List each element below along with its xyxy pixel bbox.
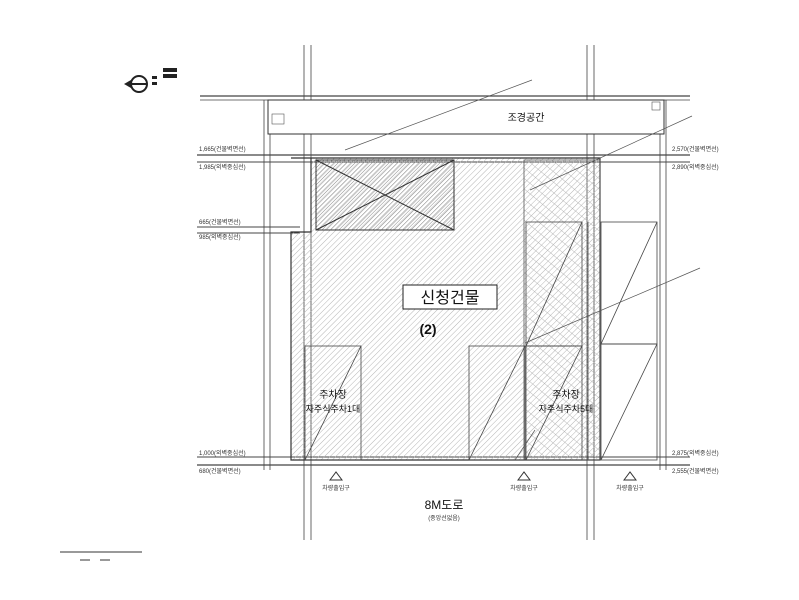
dim-left-665: 665(건물벽면선) bbox=[199, 218, 241, 226]
entrance-label-2: 차량출입구 bbox=[510, 484, 538, 492]
entrance-marker-icon bbox=[329, 471, 637, 481]
dim-left-1000: 1,000(외벽중심선) bbox=[199, 449, 246, 457]
leader-lines bbox=[344, 79, 701, 461]
building-title-box bbox=[402, 284, 498, 310]
north-arrow-icon bbox=[124, 68, 177, 93]
dim-left-1665: 1,665(건물벽면선) bbox=[199, 145, 246, 153]
landscape-area bbox=[267, 99, 665, 135]
landscape-label: 조경공간 bbox=[508, 111, 545, 124]
right-exterior-parking bbox=[587, 221, 658, 461]
building-title: 신청건물 bbox=[421, 289, 480, 307]
dim-right-2875: 2,875(외벽중심선) bbox=[672, 449, 719, 457]
entrance-label-1: 차량출입구 bbox=[322, 484, 350, 492]
road-sub-label: (중앙선없음) bbox=[428, 514, 460, 522]
dim-right-2570: 2,570(건물벽면선) bbox=[672, 145, 719, 153]
entrance-label-3: 차량출입구 bbox=[616, 484, 644, 492]
parking-left-count: 자주식주차1대 bbox=[306, 403, 361, 414]
building-number: (2) bbox=[419, 321, 436, 337]
dim-right-2890: 2,890(외벽중심선) bbox=[672, 163, 719, 171]
road-label: 8M도로 bbox=[425, 498, 464, 512]
dim-left-985: 985(외벽중심선) bbox=[199, 233, 241, 241]
parking-left-label: 주차장 bbox=[319, 389, 347, 401]
parking-right-count: 자주식주차5대 bbox=[539, 403, 594, 414]
parking-bays bbox=[304, 221, 583, 461]
dim-left-680: 680(건물벽면선) bbox=[199, 467, 241, 475]
dim-left-1985: 1,985(외벽중심선) bbox=[199, 163, 246, 171]
parking-right-label: 주차장 bbox=[552, 389, 580, 401]
dim-right-2555: 2,555(건물벽면선) bbox=[672, 467, 719, 475]
scale-bar bbox=[60, 551, 142, 561]
